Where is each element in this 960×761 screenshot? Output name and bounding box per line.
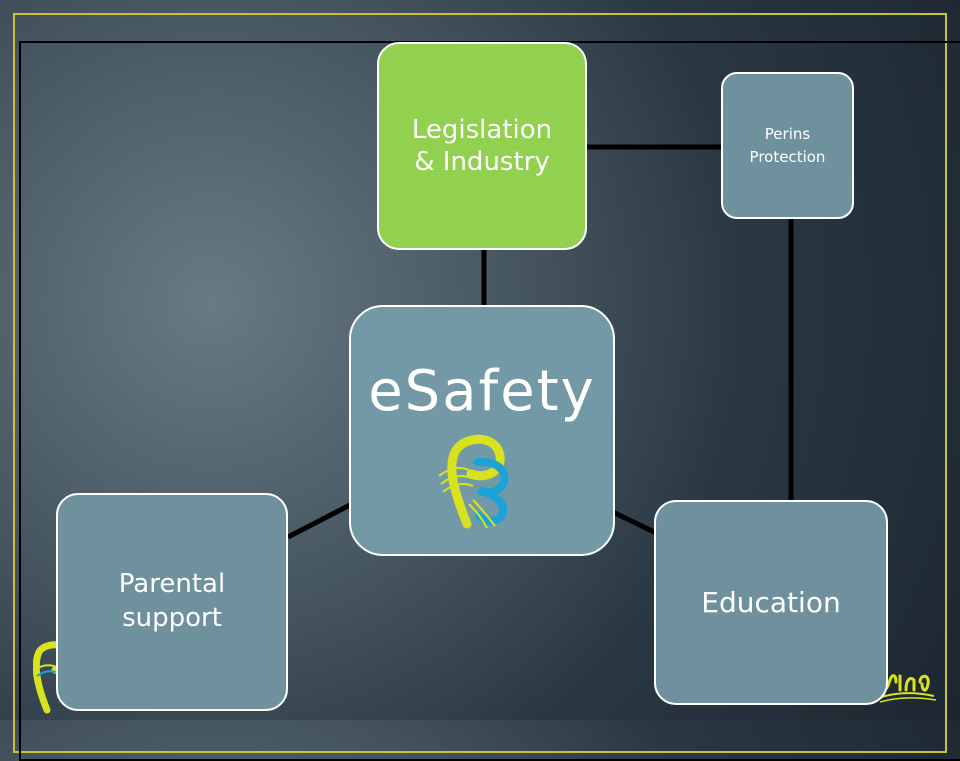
node-parental-label-line2: support: [122, 603, 222, 633]
node-legislation-industry: Legislation & Industry: [377, 42, 587, 250]
node-education-label: Education: [701, 586, 841, 619]
node-legislation-label-line1: Legislation: [411, 114, 553, 145]
node-parental-label-line1: Parental: [118, 569, 226, 600]
connector-esafety-education: [611, 509, 658, 536]
perins-logo-icon: [438, 434, 509, 529]
node-perins-label-line1: Perins: [764, 125, 811, 143]
node-perins-protection: Perins Protection: [721, 72, 854, 219]
node-perins-label-line2: Protection: [749, 147, 826, 166]
center-title: eSafety: [368, 359, 596, 424]
node-esafety-center: eSafety: [349, 305, 615, 556]
connector-esafety-parental: [286, 502, 352, 540]
node-legislation-label-line2: & Industry: [414, 147, 550, 177]
node-education: Education: [654, 500, 888, 705]
connector-lines: [286, 144, 794, 540]
node-parental-support: Parental support: [56, 493, 288, 711]
